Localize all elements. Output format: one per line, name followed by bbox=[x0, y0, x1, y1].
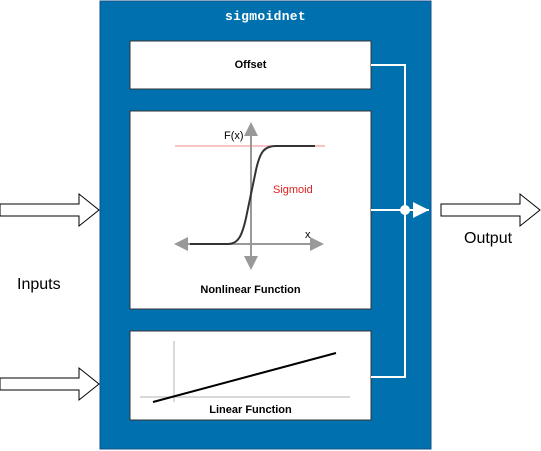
sigmoid-label: Sigmoid bbox=[273, 184, 313, 196]
offset-label: Offset bbox=[234, 59, 267, 71]
inputs-label: Inputs bbox=[17, 276, 61, 293]
nonlinear-label: Nonlinear Function bbox=[200, 284, 301, 296]
sigmoid-curve bbox=[190, 145, 315, 245]
offset-connector bbox=[371, 64, 406, 210]
input-arrow-top bbox=[0, 192, 100, 228]
x-axis-label: x bbox=[305, 229, 311, 241]
output-label: Output bbox=[464, 230, 513, 247]
linear-line bbox=[152, 352, 337, 403]
output-connectors bbox=[371, 64, 429, 378]
linear-connector bbox=[371, 210, 406, 378]
linear-label: Linear Function bbox=[209, 404, 292, 416]
linear-plot bbox=[140, 341, 350, 403]
input-arrow-bottom bbox=[0, 366, 100, 402]
fx-axis-label: F(x) bbox=[224, 130, 244, 142]
diagram-title: sigmoidnet bbox=[224, 9, 306, 24]
sigmoid-plot bbox=[174, 122, 325, 270]
offset-box bbox=[129, 40, 372, 90]
summing-junction bbox=[400, 205, 410, 215]
output-arrow bbox=[440, 192, 541, 228]
